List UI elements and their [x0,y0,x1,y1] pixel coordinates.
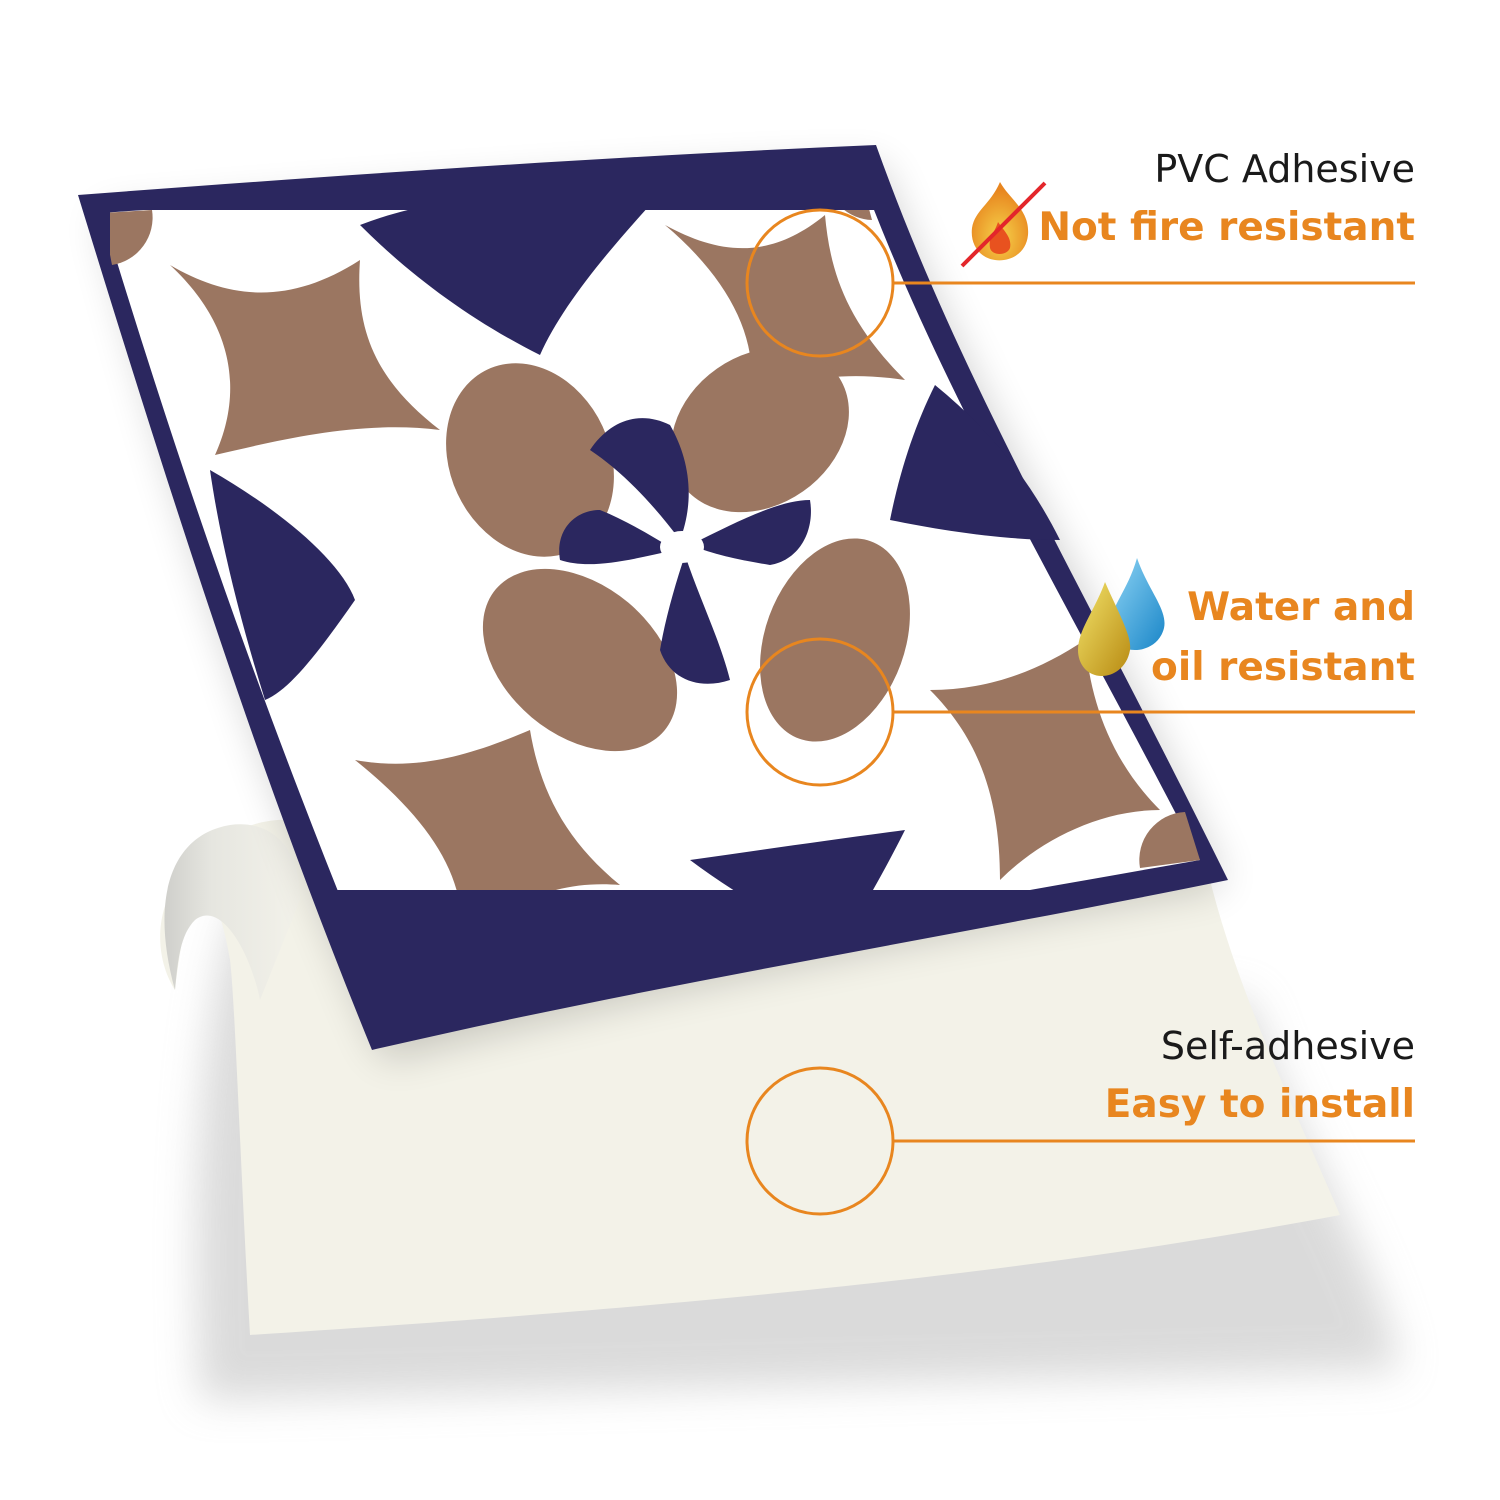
water-oil-drops-icon [1078,558,1165,676]
callout-install [745,1066,1415,1216]
callout-fire [745,208,1415,358]
vinyl-tile [78,145,1228,1050]
feature-install-highlight: Easy to install [1104,1082,1415,1127]
callout-water [745,637,1415,787]
feature-install-label: Self-adhesive [1160,1024,1415,1068]
feature-fire-highlight: Not fire resistant [1038,205,1415,250]
feature-water-highlight-line-1: Water and [1187,585,1415,630]
no-fire-icon [960,181,1047,268]
feature-water-highlight-line-2: oil resistant [1151,645,1415,690]
feature-install: Self-adhesive Easy to install [1105,1023,1415,1135]
feature-fire: PVC Adhesive Not fire resistant [1038,146,1415,258]
feature-fire-label: PVC Adhesive [1154,147,1415,191]
feature-water: Water and oil resistant [1151,578,1415,698]
